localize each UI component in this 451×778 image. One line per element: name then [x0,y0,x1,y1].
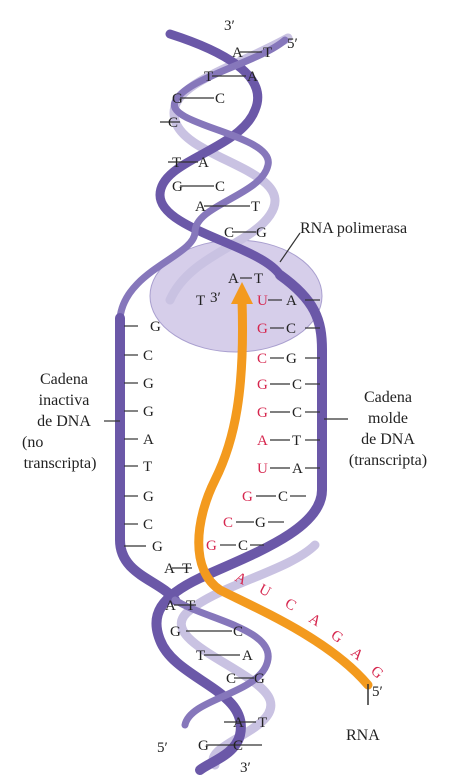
top-base-left: A [232,45,243,61]
template-base: G [286,351,297,367]
top-base-left: T [172,155,181,171]
rna-base: U [257,293,268,309]
template-strand-label-line: Cadena [364,389,412,406]
template-base: A [286,293,297,309]
top-base-left: C [224,225,234,241]
bottom-base-left: C [226,671,236,687]
template-base: C [292,377,302,393]
top-3-prime-label: 3′ [224,18,235,34]
rna-tail-base: U [256,581,273,600]
template-base: T [254,271,263,287]
rna-label: RNA [346,727,380,744]
top-base-right: T [251,199,260,215]
inactive-strand-label: Cadena inactiva de DNA (no transcripta) [22,371,96,472]
inactive-strand-label-line: de DNA [37,413,91,430]
top-5-prime-label: 5′ [287,36,298,52]
rna-base: A [257,433,268,449]
inactive-base: G [143,404,154,420]
bottom-base-left: T [196,648,205,664]
top-base-left: A [195,199,206,215]
inactive-strand-label-line: inactiva [39,392,90,409]
inactive-strand-label-line: (no [22,434,43,451]
template-strand-label-line: de DNA [361,431,415,448]
template-base: C [278,489,288,505]
rna-3-prime-label: 3′ [210,290,221,306]
rna-5-prime-label: 5′ [372,684,383,700]
bottom-base-right: C [233,738,243,754]
template-base: C [292,405,302,421]
inactive-base: G [150,319,161,335]
inactive-strand-label-line: Cadena [40,371,88,388]
template-strand-label-line: molde [368,410,408,427]
top-base-left: G [172,91,183,107]
bottom-base-right: C [233,624,243,640]
rna-base: G [257,405,268,421]
inactive-base: G [143,489,154,505]
bottom-base-right: T [186,598,195,614]
bottom-base-left: A [164,561,175,577]
rna-base: C [223,515,233,531]
inactive-base: G [152,539,163,555]
inactive-strand-label-line: transcripta) [24,455,97,472]
inactive-base: T [196,293,205,309]
top-base-left: C [168,115,178,131]
top-base-right: G [256,225,267,241]
bottom-base-left: G [198,738,209,754]
top-base-right: T [263,45,272,61]
template-strand-label-line: (transcripta) [349,452,427,469]
bottom-3-prime-label: 3′ [240,760,251,776]
template-base: C [238,538,248,554]
rna-base: U [257,461,268,477]
bottom-base-right: A [242,648,253,664]
top-base-left: G [172,179,183,195]
bottom-base-right: T [258,715,267,731]
rna-base: G [242,489,253,505]
template-strand-label: Cadena molde de DNA (transcripta) [349,389,427,469]
template-base: A [292,461,303,477]
rna-base: G [257,321,268,337]
rna-base: G [257,377,268,393]
template-base: C [286,321,296,337]
rna-base: C [257,351,267,367]
rna-tail-base: G [328,627,346,646]
top-base-left: T [204,69,213,85]
rna-polymerase-label: RNA polimerasa [300,220,407,237]
top-base-right: C [215,179,225,195]
top-base-right: C [215,91,225,107]
bottom-base-left: A [233,715,244,731]
rna-tail-base: C [282,596,299,615]
bottom-base-right: G [254,671,265,687]
inactive-base: C [143,517,153,533]
rna-tail-base: A [306,611,324,630]
rna-tail-base: G [367,663,386,682]
bottom-base-left: A [165,598,176,614]
inactive-base: T [143,459,152,475]
bottom-base-right: T [182,561,191,577]
template-base: G [255,515,266,531]
inactive-base: A [228,271,239,287]
rna-tail-bases: A U C A G A G [232,569,386,682]
rna-base: G [206,538,217,554]
bottom-5-prime-label: 5′ [157,740,168,756]
inactive-base: C [143,348,153,364]
inactive-base: A [143,432,154,448]
bottom-base-left: G [170,624,181,640]
top-base-right: A [198,155,209,171]
top-base-right: A [247,69,258,85]
inactive-base: G [143,376,154,392]
template-base: T [292,433,301,449]
